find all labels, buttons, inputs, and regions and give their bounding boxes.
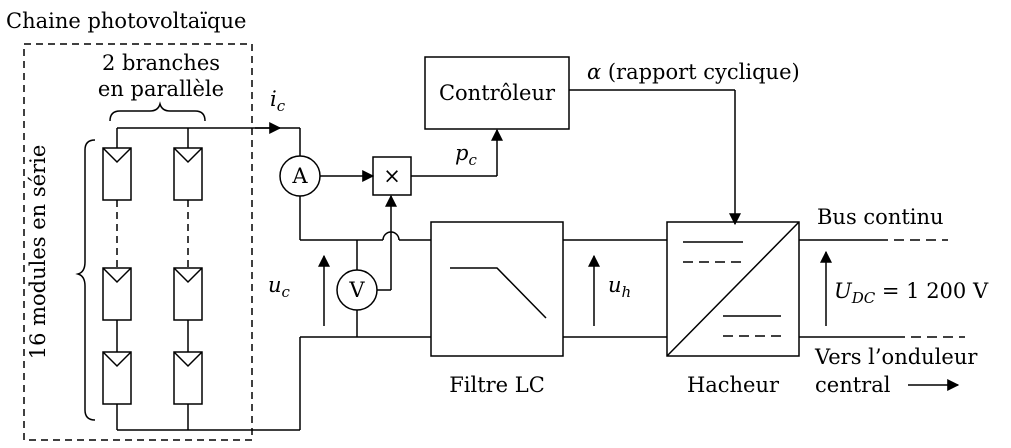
voltmeter: V [336, 269, 378, 311]
pv-module [173, 267, 203, 321]
branches-label-line1: 2 branches [102, 51, 220, 75]
pv-module [173, 351, 203, 405]
dc-voltage-label: UDC = 1 200 V [834, 279, 989, 307]
lc-filter-block [430, 221, 564, 357]
pv-module [102, 147, 132, 201]
main-wiring [299, 89, 965, 430]
filter-voltage-label: uh [608, 273, 631, 301]
inverter-label-line2: central [815, 373, 891, 397]
controller-block: Contrôleur [424, 56, 570, 130]
bus-label: Bus continu [817, 205, 944, 229]
current-label: ic [270, 87, 286, 115]
pv-branch-wiring [116, 127, 300, 431]
inverter-label-line1: Vers l’onduleur [814, 345, 978, 369]
voltmeter-label: V [348, 278, 365, 302]
pv-chain-boundary [23, 43, 253, 441]
series-brace [75, 139, 96, 421]
chopper-label: Hacheur [687, 373, 780, 397]
power-label: pc [455, 141, 477, 169]
pv-voltage-label: uc [268, 273, 291, 301]
controller-label: Contrôleur [439, 81, 556, 105]
branches-brace [109, 101, 206, 122]
ammeter-label: A [291, 164, 308, 188]
filter-label: Filtre LC [449, 373, 545, 397]
chopper-block [666, 221, 800, 357]
series-label: 16 modules en série [26, 145, 50, 360]
pv-module [102, 267, 132, 321]
multiplier-block: × [372, 156, 412, 196]
ammeter: A [279, 155, 321, 197]
branches-label-line2: en parallèle [98, 77, 224, 101]
pv-module [102, 351, 132, 405]
multiplier-symbol: × [383, 164, 401, 188]
duty-cycle-label: α (rapport cyclique) [587, 60, 800, 84]
pv-module [173, 147, 203, 201]
chain-title: Chaine photovoltaïque [6, 9, 246, 33]
